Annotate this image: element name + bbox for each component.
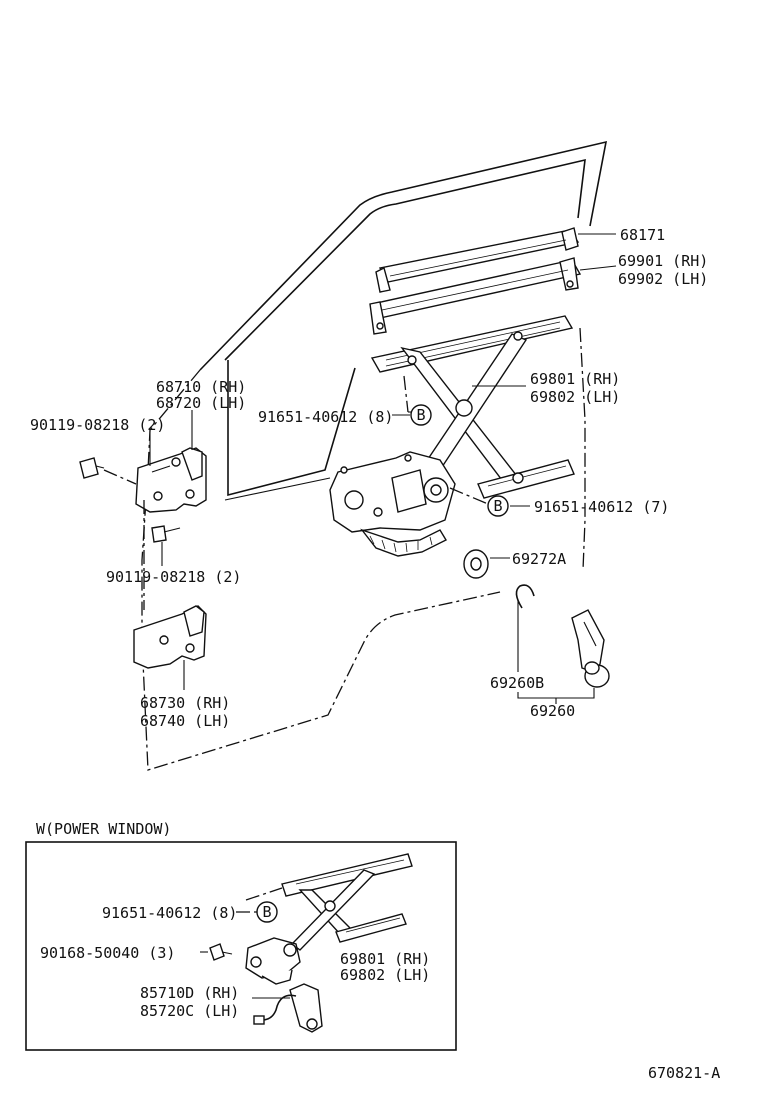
- hinge-upper-68710: [135, 447, 207, 513]
- label-69902: 69902 (LH): [618, 270, 708, 288]
- handle-69260: [571, 609, 610, 688]
- callout-b-lower: B: [487, 495, 509, 517]
- power-window-callout-b: B: [256, 901, 278, 923]
- glass-channel-68171: [375, 227, 580, 293]
- power-window-bolt: [209, 943, 233, 961]
- label-68720: 68720 (LH): [156, 394, 246, 412]
- clip-69260B: [515, 584, 535, 609]
- label-69260: 69260: [530, 702, 575, 720]
- label-90119-top: 90119-08218 (2): [30, 416, 165, 434]
- pw-label-90168: 90168-50040 (3): [40, 944, 175, 962]
- callout-b-lower-label: B: [493, 497, 502, 515]
- label-69901: 69901 (RH): [618, 252, 708, 270]
- callout-b-upper: B: [410, 404, 432, 426]
- label-90119-bottom: 90119-08218 (2): [106, 568, 241, 586]
- label-69802: 69802 (LH): [530, 388, 620, 406]
- power-window-callout-b-label: B: [262, 903, 271, 921]
- label-91651-8: 91651-40612 (8): [258, 408, 393, 426]
- power-window-title: W(POWER WINDOW): [36, 820, 171, 838]
- power-window-motor: [253, 983, 323, 1033]
- washer-69272A: [463, 549, 489, 579]
- window-regulator-manual: [329, 315, 575, 557]
- glass-channel-69901: [369, 257, 582, 335]
- power-window-frame: [25, 841, 457, 1051]
- hinge-lower-68730: [133, 605, 207, 669]
- label-69272A: 69272A: [512, 550, 566, 568]
- pw-label-85720C: 85720C (LH): [140, 1002, 239, 1020]
- label-68740: 68740 (LH): [140, 712, 230, 730]
- label-69260B: 69260B: [490, 674, 544, 692]
- pw-label-69801: 69801 (RH): [340, 950, 430, 968]
- hinge-bolts: [79, 457, 181, 543]
- pw-label-91651: 91651-40612 (8): [102, 904, 237, 922]
- power-window-regulator: [245, 853, 413, 985]
- callout-b-upper-label: B: [416, 406, 425, 424]
- label-69801: 69801 (RH): [530, 370, 620, 388]
- label-68710: 68710 (RH): [156, 378, 246, 396]
- door-outline: [141, 140, 608, 771]
- pw-label-69802: 69802 (LH): [340, 966, 430, 984]
- power-window-leaders: [200, 887, 290, 999]
- drawing-code: 670821-A: [648, 1064, 720, 1082]
- pw-label-85710D: 85710D (RH): [140, 984, 239, 1002]
- leader-lines: [143, 233, 617, 704]
- label-68730: 68730 (RH): [140, 694, 230, 712]
- label-68171: 68171: [620, 226, 665, 244]
- label-91651-7: 91651-40612 (7): [534, 498, 669, 516]
